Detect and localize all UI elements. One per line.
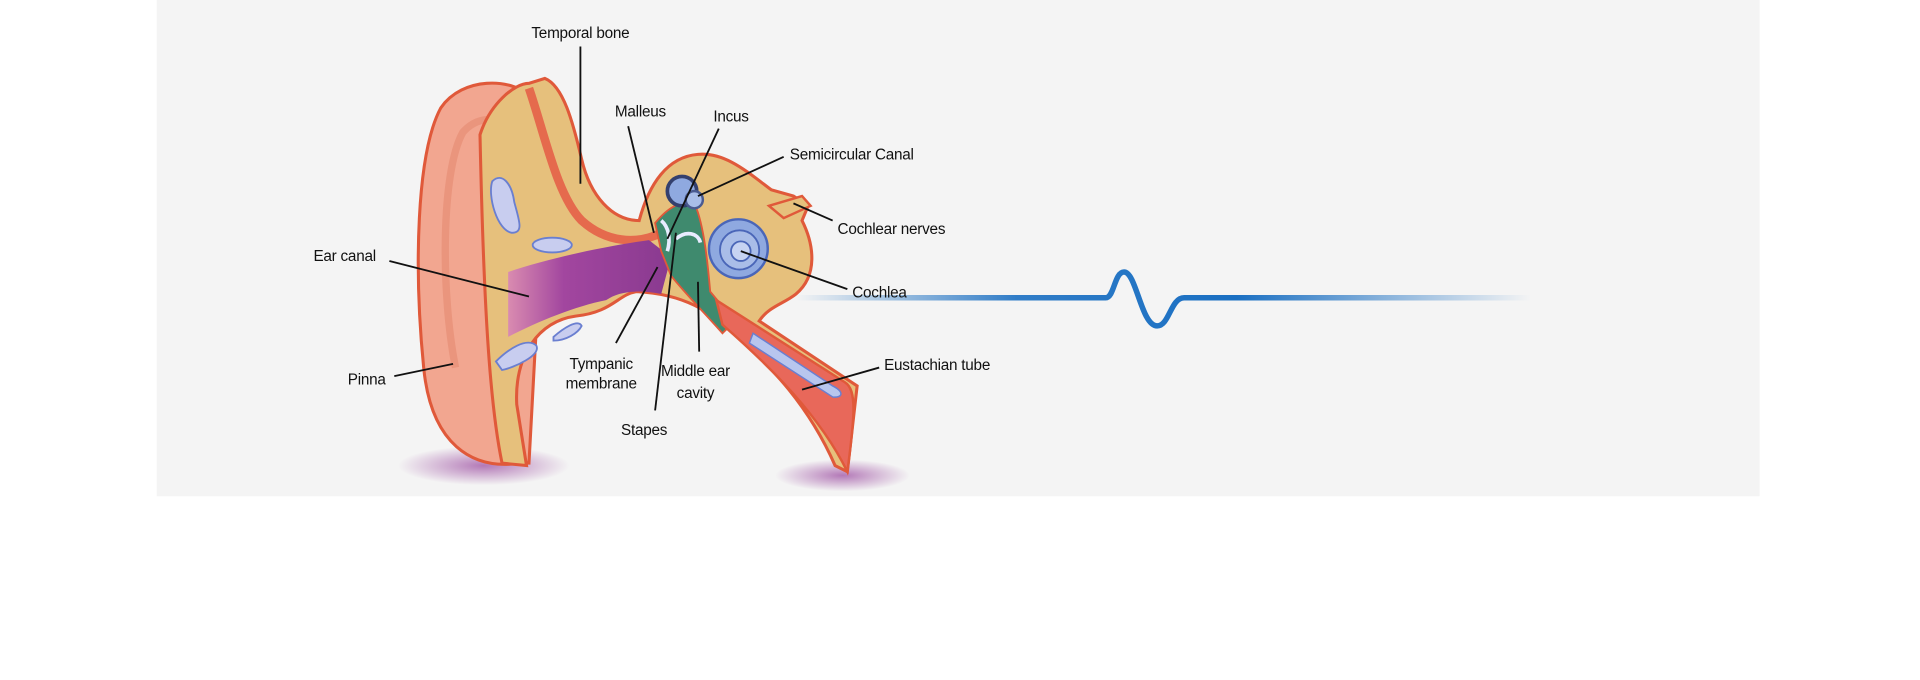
bone-cavity [531, 236, 573, 254]
label-incus: Incus [713, 108, 749, 125]
ear-canal-shape [508, 240, 672, 337]
eustachian-tube-lumen [748, 332, 842, 398]
leader-lines [389, 46, 880, 411]
label-cochlea: Cochlea [852, 285, 907, 302]
cochlea-shape [707, 218, 769, 280]
ossicles-shape [659, 219, 703, 252]
bone-cavity [494, 341, 538, 372]
label-semicircular-canal: Semicircular Canal [790, 146, 914, 163]
label-temporal-bone: Temporal bone [531, 25, 629, 42]
bone-cavity [490, 176, 521, 234]
cochlear-nerve-shape [766, 194, 813, 220]
label-eustachian-tube: Eustachian tube [884, 357, 990, 374]
label-cochlear-nerves: Cochlear nerves [838, 221, 946, 238]
temporal-bone-red-strip [524, 86, 664, 245]
label-ear-canal: Ear canal [313, 248, 375, 265]
label-tympanic-membrane: membrane [566, 375, 637, 392]
sound-signal-wave [795, 269, 1531, 329]
label-tympanic-membrane: Tympanic [569, 356, 633, 373]
tube-shadow [775, 459, 910, 492]
label-stapes: Stapes [621, 422, 668, 439]
bone-cavity [552, 322, 583, 342]
label-middle-ear-cavity: Middle ear [661, 363, 730, 380]
diagram-panel [156, 0, 1760, 497]
temporal-bone-shape [478, 76, 859, 475]
label-pinna: Pinna [348, 372, 387, 389]
label-middle-ear-cavity: cavity [677, 385, 715, 402]
label-malleus: Malleus [615, 103, 667, 120]
